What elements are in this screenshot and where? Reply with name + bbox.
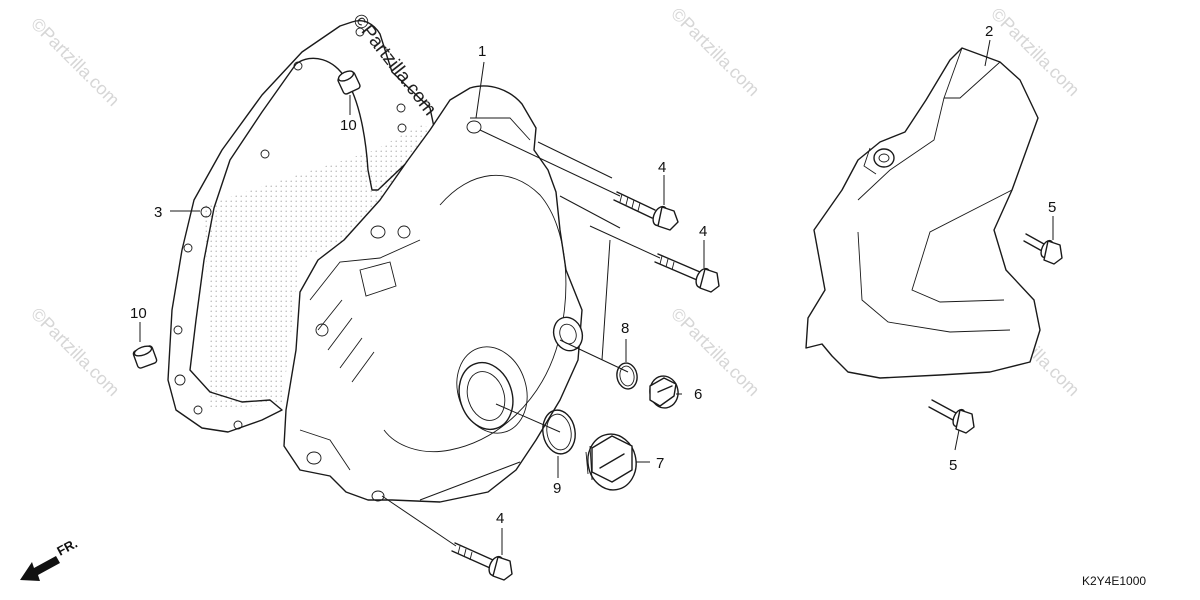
cover-bolt-bosses <box>306 120 482 502</box>
watermark: ©Partzilla.com <box>27 14 123 110</box>
callout-6: 6 <box>694 386 702 403</box>
callout-5-upper: 5 <box>1048 199 1056 216</box>
watermark: ©Partzilla.com <box>667 4 763 100</box>
part-bolt-lower <box>451 542 513 581</box>
part-plug-large <box>585 433 637 491</box>
callout-3: 3 <box>154 204 162 221</box>
part-crankcase-cover <box>283 85 584 503</box>
callout-1: 1 <box>478 43 486 60</box>
part-bolt-middle <box>654 253 720 293</box>
part-plug-small <box>649 375 679 409</box>
callout-8: 8 <box>621 320 629 337</box>
callout-4-lower: 4 <box>496 510 504 527</box>
callout-4-upper: 4 <box>658 159 666 176</box>
front-direction-indicator: FR. <box>20 536 80 581</box>
callout-10-upper: 10 <box>340 117 357 134</box>
watermark: ©Partzilla.com <box>667 304 763 400</box>
gasket-outline <box>167 20 436 433</box>
callout-2: 2 <box>985 23 993 40</box>
part-sprocket-cover <box>805 47 1041 379</box>
callout-labels: 1 2 3 10 10 4 4 4 5 5 8 6 7 9 <box>130 23 1056 527</box>
cover-timing-boss <box>552 316 584 352</box>
callout-4-middle: 4 <box>699 223 707 240</box>
gasket-bolt-holes <box>173 27 407 430</box>
callout-9: 9 <box>553 480 561 497</box>
part-small-bolt-upper <box>1023 233 1063 265</box>
part-small-bolt-lower <box>928 399 975 434</box>
leader-lines <box>139 39 1054 555</box>
callout-7: 7 <box>656 455 664 472</box>
part-bolt-upper <box>613 191 679 231</box>
callout-10-lower: 10 <box>130 305 147 322</box>
part-o-ring-small <box>616 362 638 390</box>
front-label: FR. <box>54 536 80 559</box>
callout-5-lower: 5 <box>949 457 957 474</box>
part-o-ring-large <box>542 409 576 455</box>
diagram-code: K2Y4E1000 <box>1082 574 1146 588</box>
sprocket-cover-outline <box>805 47 1041 379</box>
watermark-main: ©Partzilla.com <box>348 10 440 120</box>
part-dowel-pin-upper <box>337 70 361 95</box>
watermark: ©Partzilla.com <box>27 304 123 400</box>
gasket-dotted-area <box>205 125 440 408</box>
part-dowel-pin-lower <box>132 345 158 369</box>
front-arrow-icon <box>20 556 60 581</box>
part-gasket <box>167 20 440 433</box>
